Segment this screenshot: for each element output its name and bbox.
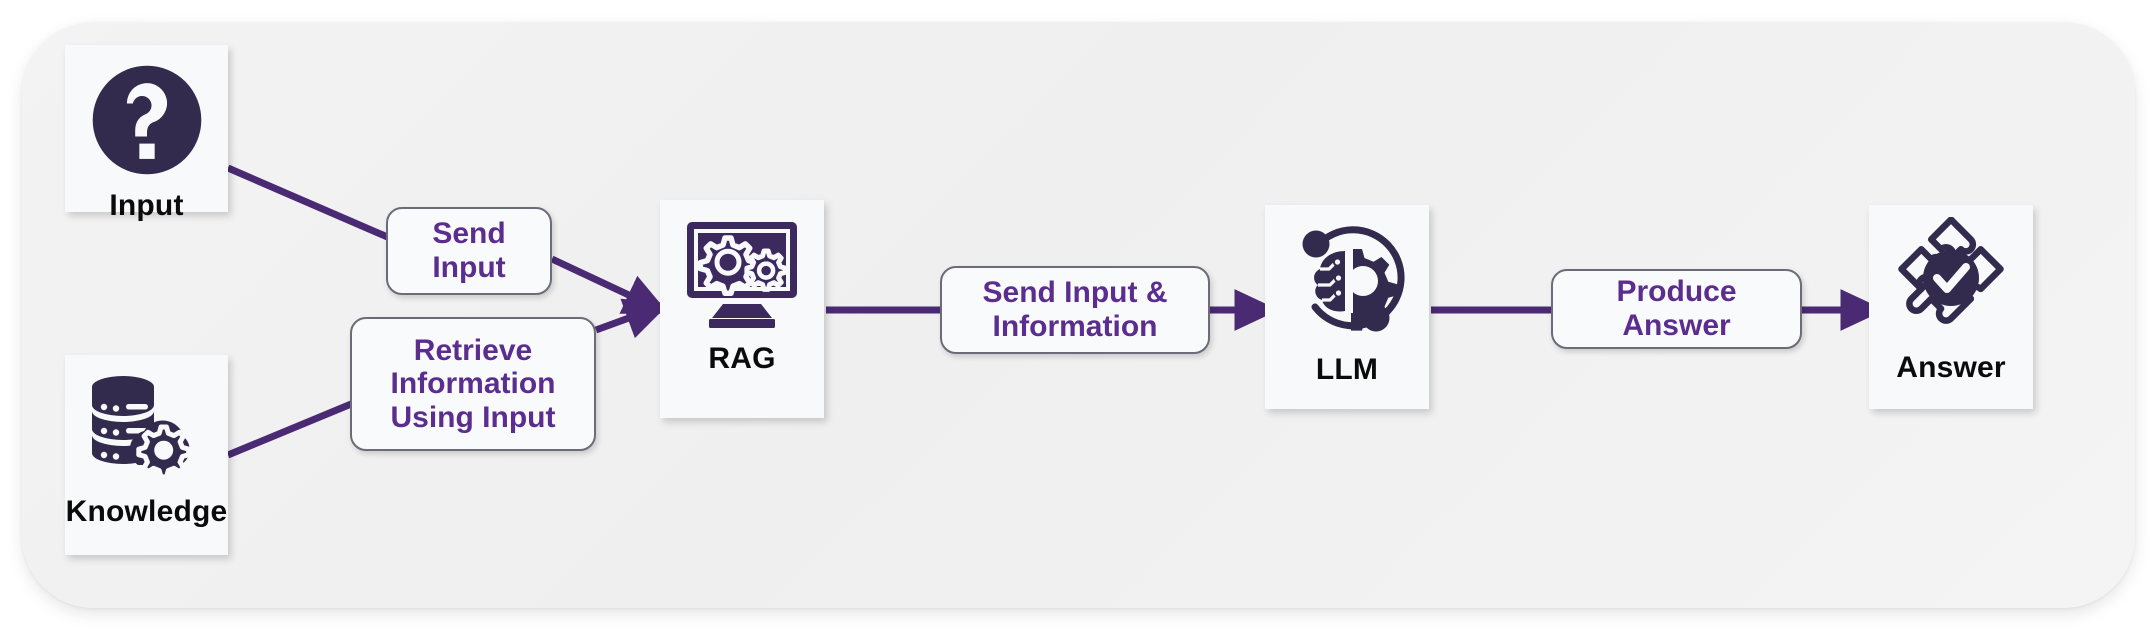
- node-knowledge-label: Knowledge: [65, 495, 228, 528]
- edge-retrieve-to-rag: [594, 298, 670, 339]
- monitor-gears-icon: [679, 218, 805, 328]
- node-llm[interactable]: LLM: [1265, 205, 1429, 409]
- edge-label-produce-answer[interactable]: Produce Answer: [1551, 269, 1802, 349]
- edge-label-send-input[interactable]: Send Input: [386, 207, 552, 295]
- edge-label-send-input-information[interactable]: Send Input & Information: [940, 266, 1210, 354]
- edge-label-line: Information: [992, 310, 1158, 343]
- edge-label-line: Send Input &: [982, 276, 1168, 310]
- node-llm-label: LLM: [1315, 353, 1379, 386]
- edge-label-line: Input: [432, 251, 506, 284]
- edge-input-to-sendinput: [226, 164, 394, 243]
- edge-label-line: Using Input: [390, 400, 556, 434]
- node-knowledge[interactable]: Knowledge: [65, 355, 228, 555]
- node-input[interactable]: Input: [65, 45, 228, 221]
- edge-label-line: Answer: [1622, 309, 1731, 342]
- database-gear-icon: [82, 369, 212, 487]
- node-answer[interactable]: Answer: [1869, 205, 2033, 409]
- edge-label-line: Retrieve: [413, 333, 533, 367]
- node-answer-label: Answer: [1896, 351, 2006, 384]
- edge-label-retrieve[interactable]: Retrieve Information Using Input: [350, 317, 596, 451]
- puzzle-check-icon: [1886, 217, 2016, 345]
- brain-gear-orbit-icon: [1285, 219, 1409, 343]
- node-input-label: Input: [109, 189, 184, 222]
- edge-label-line: Produce: [1616, 275, 1737, 309]
- node-rag-label: RAG: [708, 342, 776, 375]
- edge-label-line: Send: [432, 217, 506, 251]
- edge-label-line: Information: [390, 367, 556, 401]
- node-rag[interactable]: RAG: [660, 200, 824, 418]
- edge-sendinput-to-rag: [550, 255, 669, 314]
- edge-knowledge-to-retrieve: [226, 398, 358, 459]
- question-mark-circle-icon: [88, 61, 206, 179]
